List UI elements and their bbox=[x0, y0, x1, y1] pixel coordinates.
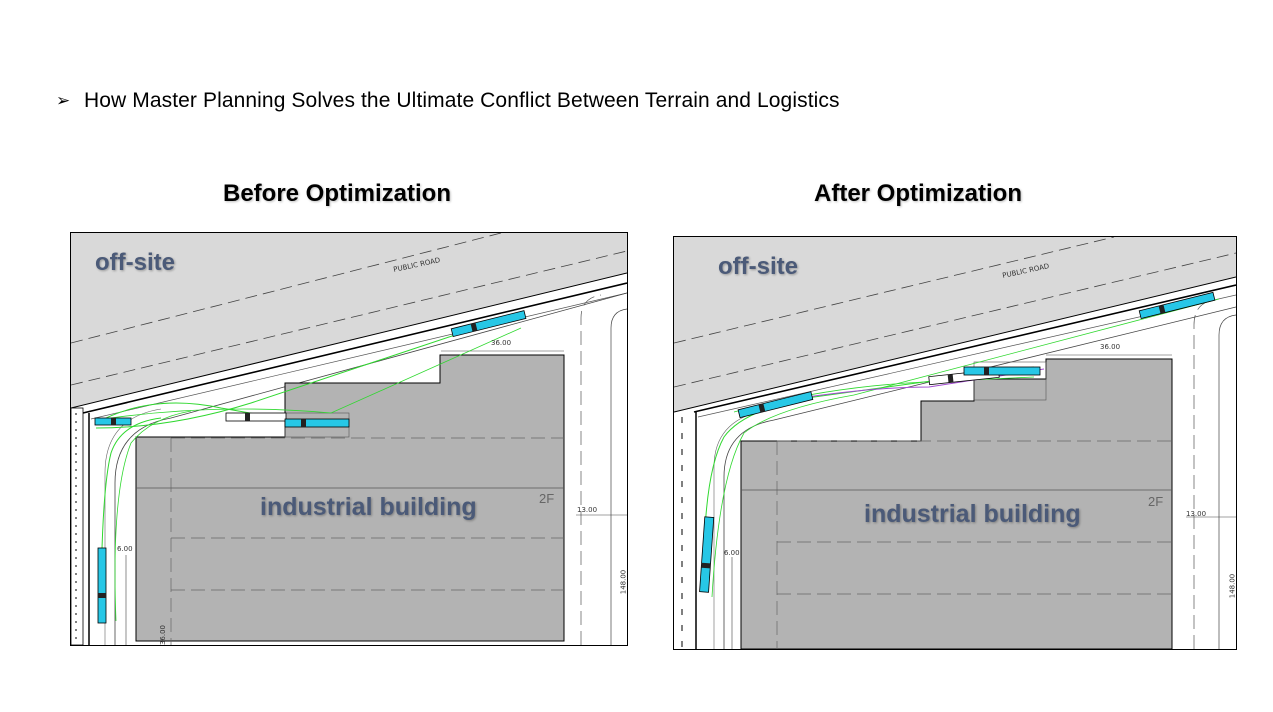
truck-track bbox=[95, 402, 286, 424]
site-boundary bbox=[693, 284, 1236, 413]
truck-track bbox=[110, 327, 522, 419]
page-title: How Master Planning Solves the Ultimate … bbox=[84, 89, 840, 112]
road-centerline bbox=[71, 233, 502, 344]
truck-track bbox=[711, 298, 1220, 598]
dim-far-right: 148.00 bbox=[619, 569, 628, 595]
building-label: industrial building bbox=[864, 500, 1081, 528]
road-lane-line bbox=[71, 250, 627, 386]
after-site-plan: off-site industrial building PUBLIC ROAD… bbox=[673, 236, 1237, 650]
floor-label: 2F bbox=[1148, 494, 1164, 509]
dim-right: 13.00 bbox=[1186, 510, 1207, 518]
headline-row: ➢ How Master Planning Solves the Ultimat… bbox=[56, 89, 840, 113]
building-label: industrial building bbox=[260, 493, 477, 521]
before-site-plan: off-site industrial building PUBLIC ROAD… bbox=[70, 232, 628, 646]
right-road-curb bbox=[1218, 314, 1236, 649]
truck-icon bbox=[97, 547, 107, 624]
dim-bottom: 36.00 bbox=[159, 624, 168, 646]
offsite-area bbox=[71, 233, 627, 408]
truck-icon bbox=[225, 412, 287, 422]
truck-track-alt bbox=[793, 368, 1045, 400]
dim-side: 6.00 bbox=[117, 545, 133, 553]
truck-icon bbox=[94, 417, 132, 426]
dim-side: 6.00 bbox=[724, 549, 740, 557]
inner-road-curve bbox=[114, 292, 627, 645]
road-edge bbox=[71, 272, 627, 409]
truck-icon bbox=[1138, 291, 1216, 320]
left-boundary-strip bbox=[71, 407, 84, 645]
dim-top: 36.00 bbox=[1100, 343, 1121, 351]
dim-top: 36.00 bbox=[491, 339, 512, 347]
right-road-dash bbox=[580, 294, 602, 645]
site-boundary bbox=[82, 282, 627, 414]
truck-track bbox=[95, 312, 522, 429]
truck-icon bbox=[450, 310, 527, 338]
road-edge bbox=[674, 276, 1236, 413]
site-inner-line bbox=[90, 292, 627, 420]
road-lane-line bbox=[674, 252, 1236, 388]
dim-right: 13.00 bbox=[577, 506, 598, 514]
truck-icon bbox=[737, 391, 814, 419]
after-title: After Optimization bbox=[814, 180, 1022, 207]
road-curb-line bbox=[104, 408, 162, 645]
arrow-bullet-icon: ➢ bbox=[56, 91, 71, 111]
offsite-area bbox=[674, 237, 1236, 412]
loading-dock-box bbox=[973, 361, 1047, 401]
offsite-label: off-site bbox=[95, 249, 175, 276]
road-centerline bbox=[674, 237, 1115, 344]
before-plan-drawing bbox=[71, 233, 627, 645]
right-road-dash bbox=[1193, 299, 1215, 649]
truck-track bbox=[114, 410, 192, 622]
truck-icon bbox=[699, 516, 715, 593]
truck-icon bbox=[284, 418, 350, 428]
truck-icon bbox=[963, 366, 1041, 376]
offsite-label: off-site bbox=[718, 253, 798, 280]
floor-label: 2F bbox=[539, 491, 555, 506]
dim-far-right: 148.00 bbox=[1228, 573, 1237, 599]
before-title: Before Optimization bbox=[222, 180, 451, 207]
inner-road-curve bbox=[723, 306, 1236, 649]
right-road-curb bbox=[610, 308, 627, 645]
after-plan-drawing bbox=[674, 237, 1236, 649]
